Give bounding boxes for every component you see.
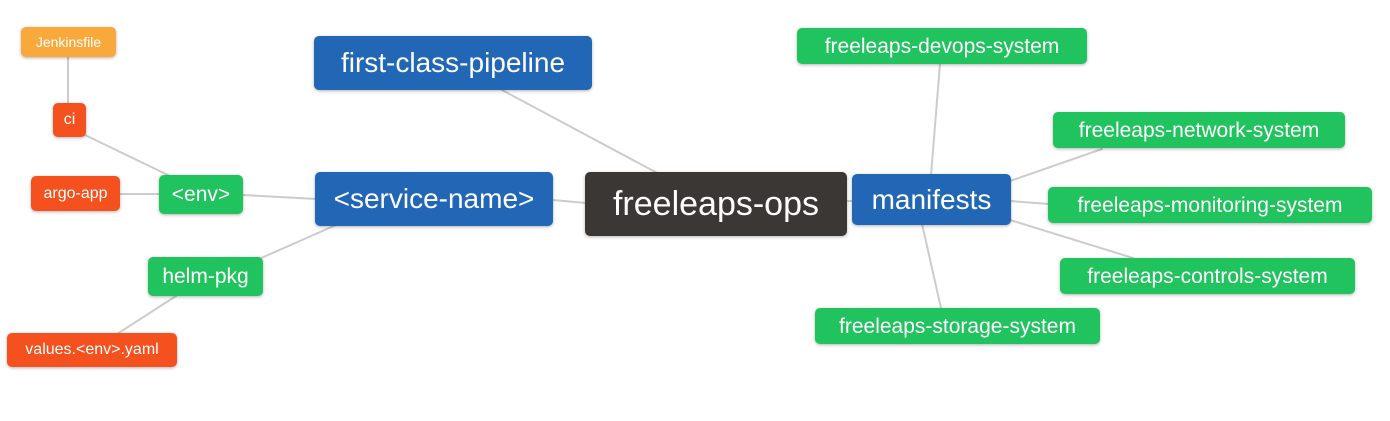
node-env[interactable]: <env>: [159, 175, 243, 214]
node-freeleaps-monitoring-system[interactable]: freeleaps-monitoring-system: [1048, 187, 1372, 223]
edge-helm-pkg-to-service-name: [258, 224, 337, 260]
edge-manifests-to-freeleaps-devops-system: [930, 63, 941, 176]
node-ci[interactable]: ci: [53, 103, 86, 137]
node-freeleaps-network-system[interactable]: freeleaps-network-system: [1053, 112, 1345, 148]
node-freeleaps-storage-system[interactable]: freeleaps-storage-system: [815, 308, 1100, 344]
node-first-class-pipeline[interactable]: first-class-pipeline: [314, 36, 592, 90]
node-service-name[interactable]: <service-name>: [315, 172, 553, 226]
edge-service-name-to-freeleaps-ops: [552, 199, 587, 204]
edge-values-env-yaml-to-helm-pkg: [116, 295, 177, 335]
edge-first-class-pipeline-to-freeleaps-ops: [501, 89, 660, 175]
edge-manifests-to-freeleaps-storage-system: [921, 223, 942, 309]
node-values-env-yaml[interactable]: values.<env>.yaml: [7, 333, 177, 367]
node-manifests[interactable]: manifests: [852, 174, 1011, 225]
node-helm-pkg[interactable]: helm-pkg: [148, 257, 263, 296]
node-freeleaps-controls-system[interactable]: freeleaps-controls-system: [1060, 258, 1355, 294]
edge-env-to-service-name: [242, 194, 318, 200]
edge-ci-to-env: [84, 134, 173, 178]
node-argo-app[interactable]: argo-app: [31, 176, 120, 211]
node-freeleaps-ops[interactable]: freeleaps-ops: [585, 172, 847, 236]
edge-manifests-to-freeleaps-monitoring-system: [1009, 200, 1050, 205]
node-jenkinsfile[interactable]: Jenkinsfile: [21, 27, 116, 57]
edge-manifests-to-freeleaps-network-system: [1009, 148, 1103, 182]
edge-manifests-to-freeleaps-controls-system: [1009, 219, 1134, 259]
node-freeleaps-devops-system[interactable]: freeleaps-devops-system: [797, 28, 1087, 64]
